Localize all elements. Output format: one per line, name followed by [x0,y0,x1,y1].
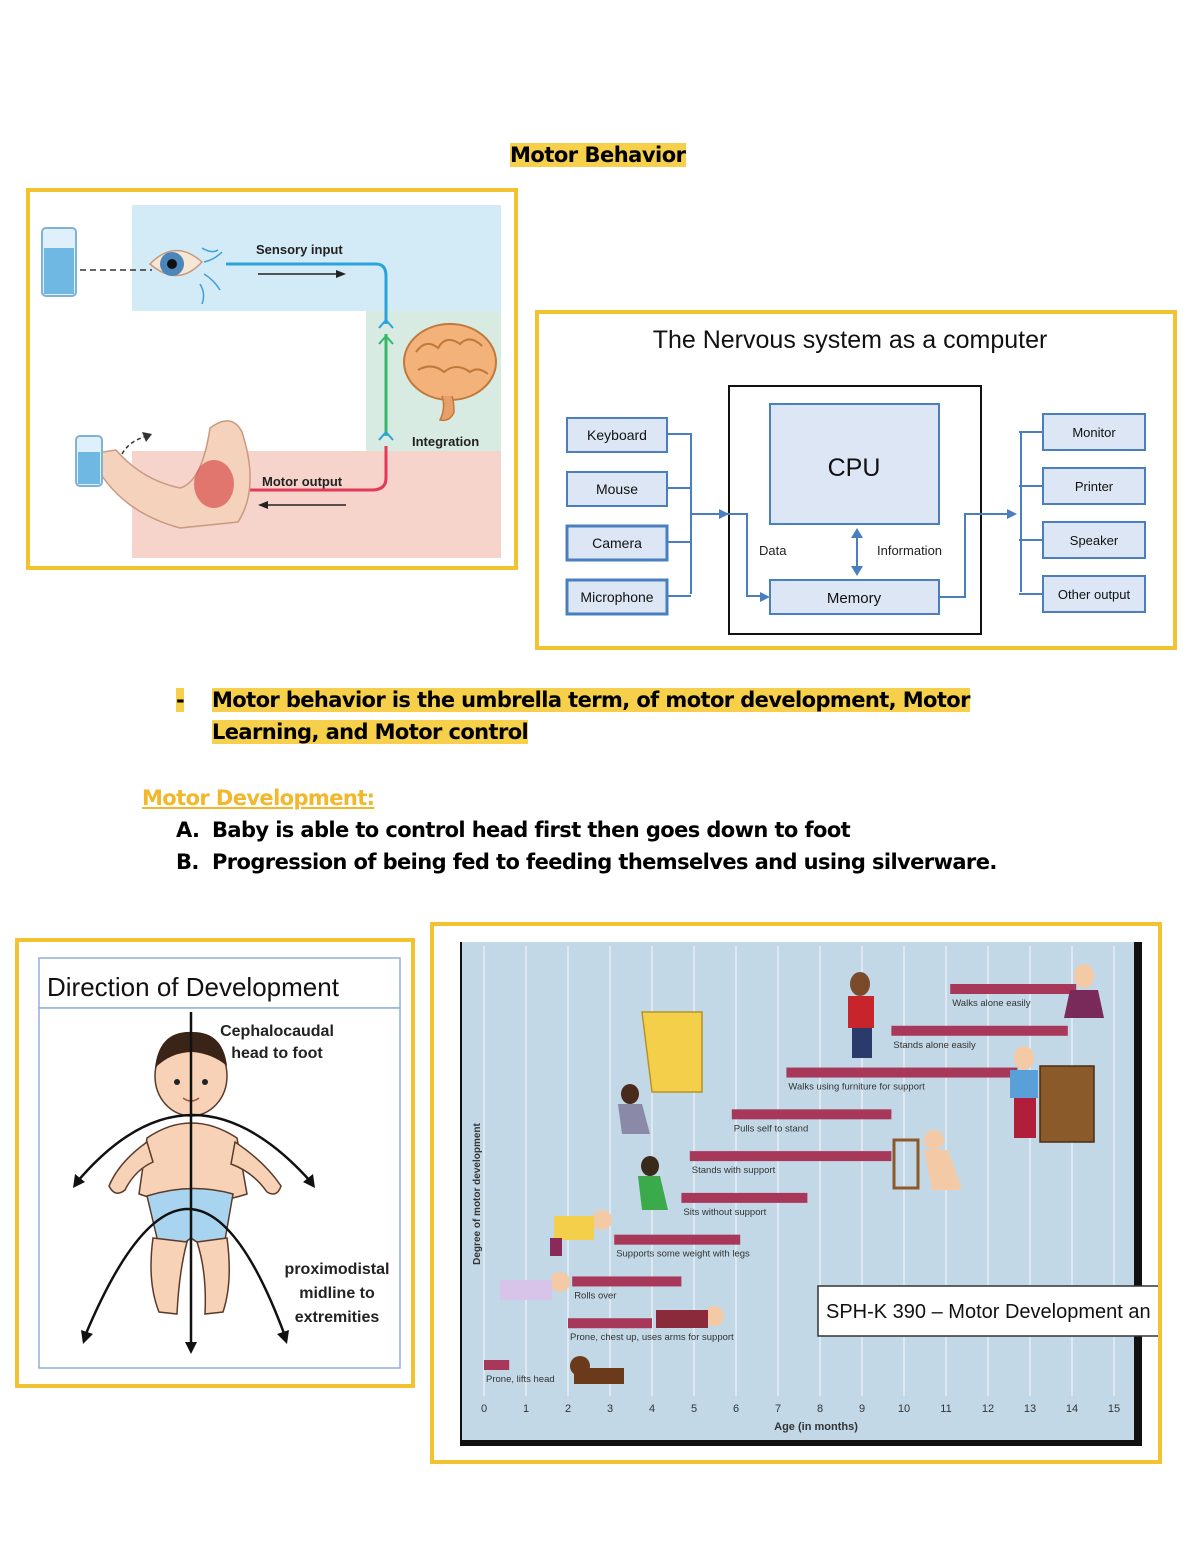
milestone-bar [484,1360,510,1370]
cpu-label: CPU [828,454,881,482]
eye-icon [148,247,223,305]
output-box-3 [1042,575,1146,613]
water-glass-icon [75,435,103,487]
sensory-input-label: Sensory input [256,242,343,257]
milestone-chart: Prone, lifts head Prone, chest up, uses a… [460,942,1158,1446]
milestone-label: Walks using furniture for support [788,1082,925,1093]
input-label-1: Mouse [596,481,638,497]
milestone-label: Walks alone easily [952,998,1031,1009]
milestone-bar [731,1109,892,1120]
x-tick-label: 13 [1024,1403,1036,1415]
motor-development-item-b: B.Progression of being fed to feeding th… [176,850,997,874]
x-tick-label: 14 [1066,1403,1078,1415]
bullet-line-2: Learning, and Motor control [212,720,529,744]
output-box-2 [1042,521,1146,559]
milestone-bar [681,1192,808,1203]
motor-development-heading: Motor Development: [142,786,375,810]
milestone-label: Supports some weight with legs [616,1249,750,1260]
motor-milestones-figure: Prone, lifts head Prone, chest up, uses a… [430,922,1162,1464]
chart-caption: SPH-K 390 – Motor Development an [826,1301,1151,1323]
milestone-bar [568,1318,652,1329]
x-tick-label: 0 [481,1403,487,1415]
cephalocaudal-label: Cephalocaudal [220,1023,334,1040]
direction-title: Direction of Development [47,972,340,1002]
output-label-1: Printer [1075,479,1114,494]
milestone-label: Prone, chest up, uses arms for support [570,1332,734,1343]
x-tick-label: 3 [607,1403,613,1415]
head-to-foot-label: head to foot [231,1045,323,1062]
computer-figure-title: The Nervous system as a computer [653,326,1048,354]
x-tick-label: 5 [691,1403,697,1415]
water-glass-icon [41,227,77,297]
proximodistal-label: proximodistal [285,1261,390,1278]
input-box-3 [565,578,669,616]
x-tick-label: 15 [1108,1403,1120,1415]
midline-to-label: midline to [299,1285,375,1302]
x-tick-label: 7 [775,1403,781,1415]
input-label-3: Microphone [580,589,653,605]
x-tick-label: 8 [817,1403,823,1415]
bullet-marker: - [176,688,185,712]
nervous-system-computer-figure: The Nervous system as a computer Keyboar… [535,310,1177,650]
extremities-label: extremities [295,1309,380,1326]
x-tick-label: 10 [898,1403,910,1415]
baby-illustration [108,1031,282,1315]
data-label: Data [759,543,787,558]
motor-output-label: Motor output [262,474,343,489]
x-axis-label: Age (in months) [774,1421,858,1433]
arm-icon [88,420,251,529]
reflex-arc-figure: Sensory input Integration Motor output [26,188,518,570]
page-title: Motor Behavior [510,143,686,167]
x-tick-label: 6 [733,1403,739,1415]
milestone-label: Pulls self to stand [734,1123,808,1134]
x-tick-label: 1 [523,1403,529,1415]
milestone-bar [689,1151,892,1162]
bullet-line-1: Motor behavior is the umbrella term, of … [212,688,970,712]
x-tick-label: 2 [565,1403,571,1415]
cpu-box [769,403,940,525]
milestone-label: Stands alone easily [893,1040,976,1051]
information-label: Information [877,543,942,558]
memory-label: Memory [827,590,882,607]
input-box-1 [566,471,668,507]
child-illustrations [500,964,1104,1384]
output-label-3: Other output [1058,587,1131,602]
milestone-label: Rolls over [574,1290,616,1301]
milestone-bar [572,1276,682,1287]
output-label-0: Monitor [1072,425,1116,440]
milestone-label: Stands with support [692,1165,776,1176]
output-box-1 [1042,467,1146,505]
milestone-bar [786,1067,1018,1078]
milestone-bar [891,1025,1068,1036]
output-box-0 [1042,413,1146,451]
y-axis-label: Degree of motor development [472,1122,483,1264]
milestone-bar [614,1234,741,1245]
direction-of-development-figure: Direction of Development Cephalocaudal h… [15,938,415,1388]
motor-development-item-a: A.Baby is able to control head first the… [176,818,851,842]
x-tick-label: 11 [940,1403,951,1415]
input-box-2 [565,524,669,562]
x-tick-label: 9 [859,1403,865,1415]
integration-label: Integration [412,434,479,449]
x-tick-label: 4 [649,1403,655,1415]
input-box-0 [566,417,668,453]
output-label-2: Speaker [1070,533,1119,548]
milestone-label: Prone, lifts head [486,1374,555,1385]
input-label-0: Keyboard [587,427,647,443]
input-label-2: Camera [592,535,642,551]
milestone-label: Sits without support [683,1207,766,1218]
brain-icon [403,323,497,422]
x-tick-label: 12 [982,1403,994,1415]
milestone-bar [950,984,1077,994]
